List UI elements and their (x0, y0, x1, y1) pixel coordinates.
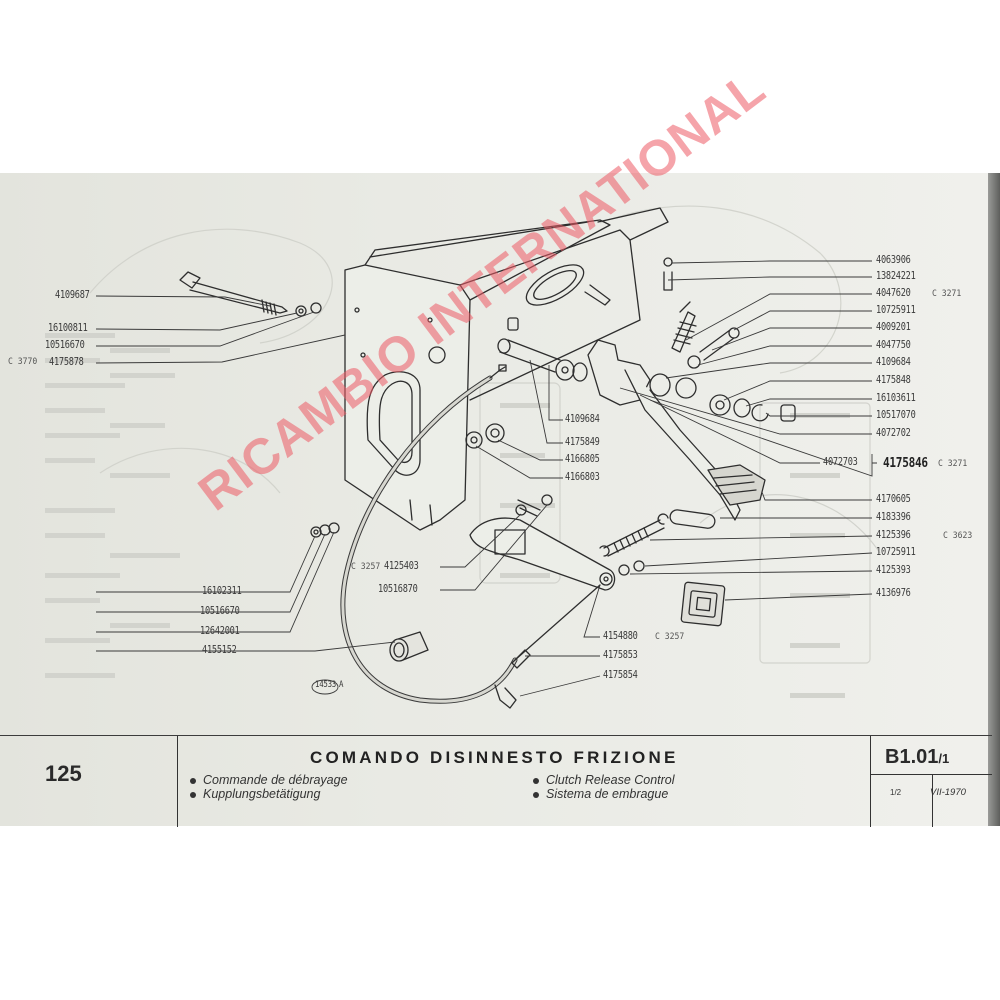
part-label[interactable]: 10516870 (378, 583, 418, 595)
section-code-suffix: /1 (938, 751, 950, 766)
part-label[interactable]: 4183396 (876, 511, 911, 523)
bullet-icon (190, 791, 196, 798)
pedal-rubber (680, 581, 726, 627)
part-label[interactable]: 16102311 (202, 585, 242, 597)
part-label[interactable]: 16103611 (876, 392, 916, 404)
part-label[interactable]: 10725911 (876, 546, 916, 558)
part-label[interactable]: 4166805 (565, 453, 600, 465)
part-note: C 3271 (938, 459, 968, 469)
part-label[interactable]: 4047620 (876, 287, 911, 299)
part-label[interactable]: 10517070 (876, 409, 916, 421)
title-block: 125 COMANDO DISINNESTO FRIZIONE Commande… (0, 735, 992, 827)
clutch-cable (340, 364, 601, 709)
subtitle-text: Sistema de embrague (546, 787, 669, 801)
part-label[interactable]: 4175849 (565, 436, 600, 448)
pivot-shaft-assembly (497, 338, 796, 422)
part-note: C 3271 (932, 289, 962, 299)
release-lever (469, 494, 616, 591)
part-label[interactable]: 4072703 (823, 456, 858, 468)
section-code: B1.01/1 (885, 746, 949, 769)
part-label[interactable]: 4109687 (55, 289, 90, 301)
catalog-page (0, 173, 992, 826)
subtitle-en: Clutch Release Control (533, 773, 675, 787)
part-label[interactable]: 4154880 (603, 630, 638, 642)
bullet-icon (533, 777, 539, 784)
page-title: COMANDO DISINNESTO FRIZIONE (310, 748, 679, 767)
part-label[interactable]: 4175848 (876, 374, 911, 386)
figure-reference: 14533 (315, 680, 336, 690)
part-label[interactable]: 4072702 (876, 427, 911, 439)
part-label[interactable]: 4109684 (565, 413, 600, 425)
edition-date: VII-1970 (930, 787, 966, 798)
part-label[interactable]: 4047750 (876, 339, 911, 351)
part-label[interactable]: 12642001 (200, 625, 240, 637)
subtitle-de: Kupplungsbetätigung (190, 787, 320, 801)
part-label[interactable]: 10516670 (200, 605, 240, 617)
part-label[interactable]: 4063906 (876, 254, 911, 266)
divider (177, 736, 179, 827)
section-code-main: B1.01 (885, 746, 939, 768)
part-note: C 3257 (655, 632, 685, 642)
bullet-icon (190, 777, 196, 784)
long-bolt (179, 271, 322, 317)
subtitle-fr: Commande de débrayage (190, 773, 348, 787)
cable-bushing (389, 631, 429, 662)
part-label[interactable]: 16100811 (48, 322, 88, 334)
pedal-bracket (344, 207, 669, 531)
figure-reference-suffix: A (339, 680, 344, 690)
part-label[interactable]: 4125396 (876, 529, 911, 541)
part-label[interactable]: 4170605 (876, 493, 911, 505)
subtitle-es: Sistema de embrague (533, 787, 668, 801)
part-label[interactable]: 4166803 (565, 471, 600, 483)
part-label[interactable]: 4125403 (384, 560, 419, 572)
sheet-number: 1/2 (890, 788, 902, 797)
subtitle-text: Clutch Release Control (546, 773, 675, 787)
part-label[interactable]: 10516670 (45, 339, 85, 351)
subtitle-text: Commande de débrayage (203, 773, 348, 787)
part-label[interactable]: 4175854 (603, 669, 638, 681)
return-spring-lower (599, 509, 716, 576)
part-label[interactable]: 4175853 (603, 649, 638, 661)
part-note: C 3257 (351, 562, 381, 572)
part-label[interactable]: 4009201 (876, 321, 911, 333)
divider (870, 736, 872, 827)
bullet-icon (533, 791, 539, 798)
ghost-print-through (45, 205, 881, 698)
part-note: C 3770 (8, 357, 38, 367)
return-spring-upper (663, 257, 740, 369)
part-label[interactable]: 4136976 (876, 587, 911, 599)
part-label[interactable]: 4175878 (49, 356, 84, 368)
part-label[interactable]: 4155152 (202, 644, 237, 656)
page-spine-shadow (988, 173, 1000, 826)
part-label[interactable]: 13824221 (876, 270, 916, 282)
page-number: 125 (45, 761, 82, 786)
part-label[interactable]: 10725911 (876, 304, 916, 316)
divider (870, 774, 992, 776)
part-label[interactable]: 4109684 (876, 356, 911, 368)
part-label-assembly[interactable]: 4175846 (883, 456, 928, 471)
clutch-pedal-arm (624, 369, 766, 521)
subtitle-text: Kupplungsbetätigung (203, 787, 321, 801)
part-note: C 3623 (943, 531, 973, 541)
divider (932, 774, 934, 827)
part-label[interactable]: 4125393 (876, 564, 911, 576)
